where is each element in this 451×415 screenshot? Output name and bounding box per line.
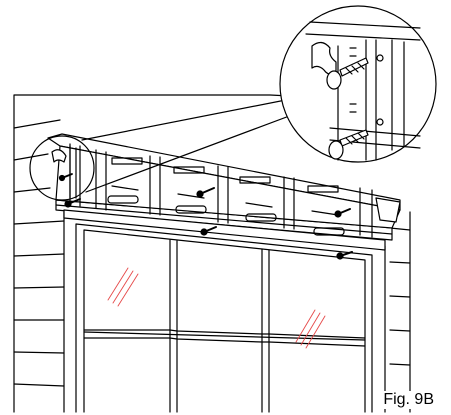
detail-leader-lines bbox=[81, 95, 307, 193]
bracket-screws bbox=[64, 187, 353, 260]
detail-callout-large bbox=[279, 5, 437, 163]
detail-callout-small bbox=[29, 135, 95, 201]
head-board bbox=[55, 199, 393, 251]
pediment-brackets bbox=[47, 133, 401, 238]
figure-label: Fig. 9B bbox=[380, 391, 437, 409]
glass-reflection bbox=[107, 267, 326, 349]
